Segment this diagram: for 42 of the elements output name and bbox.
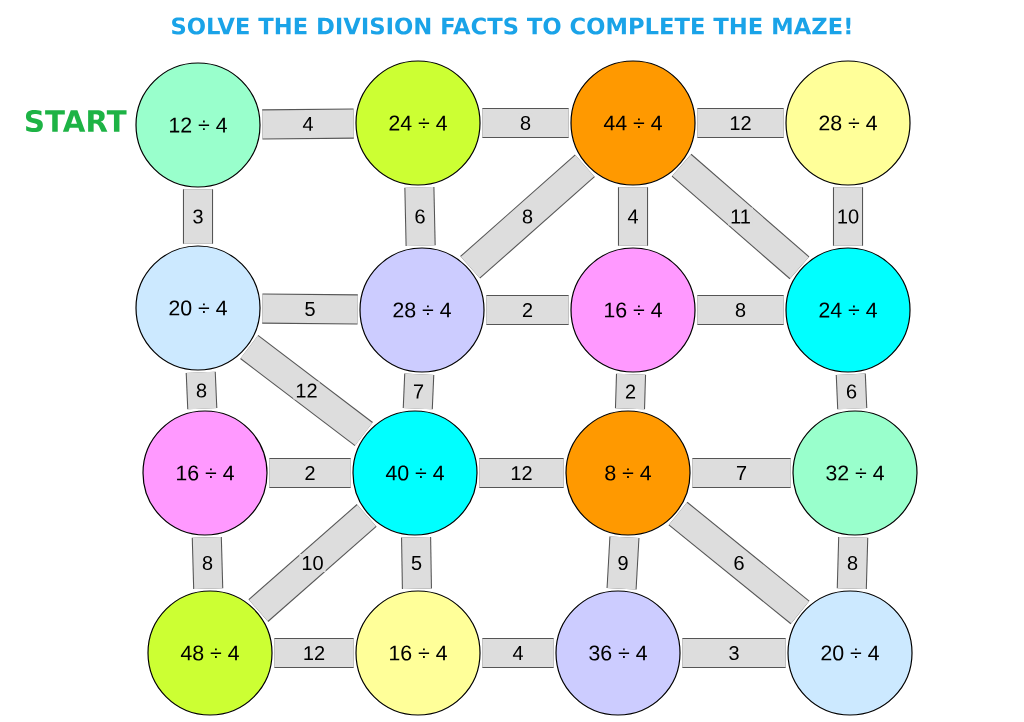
edge-label: 2 (302, 464, 318, 482)
edge-label: 6 (412, 207, 428, 226)
maze-path (269, 457, 351, 489)
edge-label: 10 (834, 207, 862, 226)
edge-label: 3 (190, 207, 206, 226)
maze-path (671, 153, 810, 280)
maze-path (482, 637, 554, 669)
maze-path (835, 373, 868, 410)
maze-path (606, 536, 640, 590)
maze-path (697, 107, 784, 139)
edge-label: 10 (299, 553, 326, 573)
maze-path (697, 294, 784, 326)
maze-path (262, 108, 354, 140)
title: SOLVE THE DIVISION FACTS TO COMPLETE THE MAZE! (172, 17, 851, 35)
maze-path (692, 457, 791, 489)
maze-path (614, 373, 647, 410)
maze-path (274, 637, 354, 669)
edge-label: 12 (300, 644, 328, 662)
maze-path (182, 189, 214, 244)
maze-path (482, 107, 569, 139)
maze-path (404, 187, 436, 246)
maze-path (832, 187, 864, 246)
edge-label: 4 (300, 115, 316, 133)
maze-path (191, 536, 224, 590)
maze-path (682, 637, 786, 669)
maze-path (185, 371, 218, 410)
maze-path (836, 536, 869, 590)
maze-path (248, 504, 377, 622)
edge-label: 12 (508, 464, 535, 482)
maze-path (486, 294, 569, 326)
edge-label: 4 (510, 644, 526, 662)
maze-path (401, 537, 432, 589)
maze-path (479, 457, 564, 489)
edge-label: 12 (727, 114, 754, 132)
maze-path (668, 501, 810, 625)
maze-path (402, 373, 435, 410)
maze-path (262, 293, 358, 325)
start-label: START (25, 109, 127, 133)
maze-path (617, 187, 649, 246)
edge-label: 5 (302, 300, 318, 318)
maze-path (240, 334, 373, 447)
maze-path (460, 154, 595, 279)
